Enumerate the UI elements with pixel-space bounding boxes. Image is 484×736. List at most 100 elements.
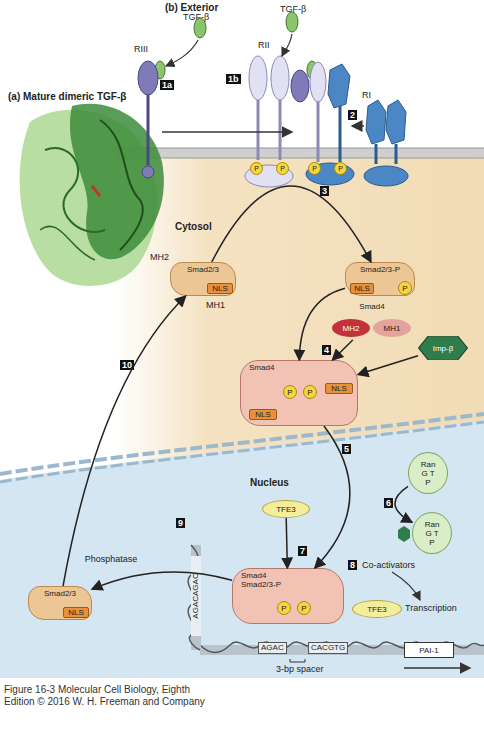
callout-number: 10 <box>120 360 134 370</box>
domain-label: MH2 <box>150 252 169 262</box>
cytosol-region <box>115 156 484 470</box>
node-text: Smad4 <box>241 571 266 580</box>
gene-box: PAI-1 <box>404 642 454 658</box>
node-text: Smad2/3-P <box>360 265 400 274</box>
nls-tag: NLS <box>207 283 233 294</box>
node-text: P <box>307 388 312 397</box>
text-wrap: Ran G T P <box>413 513 451 553</box>
text-wrap: TFE3 <box>353 601 401 617</box>
cytosol-region <box>115 156 484 470</box>
text-wrap: P <box>304 386 316 398</box>
tgf-beta-protein <box>45 148 105 232</box>
smad-protein: Smad2/3NLS <box>170 262 236 296</box>
callout-number: 1a <box>160 80 174 90</box>
text-wrap: Smad4Smad2/3-P <box>233 571 343 589</box>
receptor-riii <box>147 95 150 165</box>
text-wrap: NLS <box>326 384 352 393</box>
phosphate-label: P <box>276 162 289 175</box>
nls-tag: NLS <box>249 409 277 420</box>
node-text: NLS <box>212 284 228 293</box>
transcription-arrow <box>392 572 420 600</box>
text-wrap: P <box>278 602 290 614</box>
figure-caption: Figure 16-3 Molecular Cell Biology, Eigh… <box>4 684 219 708</box>
receptor-rii <box>245 56 293 187</box>
callout-number: 2 <box>348 110 357 120</box>
dna-sequence: AGAC <box>258 642 287 654</box>
nls-tag: NLS <box>350 283 374 294</box>
phosphate-circle: P <box>277 601 291 615</box>
receptor-label: RIII <box>134 44 148 54</box>
text-wrap: Smad2/3-P <box>346 265 414 274</box>
receptor-riii <box>138 61 158 178</box>
node-text: P <box>287 388 292 397</box>
mh1-domain: MH1 <box>373 319 411 337</box>
tgf-beta-protein <box>70 104 164 259</box>
receptor-complex <box>328 64 350 108</box>
edge-label: Phosphatase <box>85 554 138 564</box>
flow-arrow <box>395 486 412 522</box>
node-text: Imp-β <box>433 344 454 353</box>
text-wrap: NLS <box>250 410 276 419</box>
plasma-membrane <box>115 158 484 159</box>
assembly-arrow <box>352 125 364 127</box>
ran-gtp-circle: Ran G T P <box>412 512 452 554</box>
receptor-ri <box>364 166 408 186</box>
tgf-beta-protein <box>100 120 143 250</box>
node-text: Ran G T P <box>422 520 442 547</box>
node-text: Ran G T P <box>418 460 438 487</box>
transcription-arrow <box>404 667 470 669</box>
callout-number: 8 <box>348 560 357 570</box>
dna-sequence: CACGTG <box>308 642 348 654</box>
importin-hexagon <box>419 336 468 359</box>
smad-complex: Smad4P P NLS NLS <box>240 360 358 426</box>
node-text: Smad2/3 <box>187 265 219 274</box>
assembly-arrow <box>162 131 292 133</box>
callout-number: 4 <box>322 345 331 355</box>
receptor-complex <box>317 102 320 162</box>
nucleus-region <box>0 420 484 678</box>
tgf-beta-ligand <box>286 12 298 32</box>
receptor-rii <box>257 100 260 160</box>
nls-tag: NLS <box>325 383 353 394</box>
nucleus-region <box>0 420 484 678</box>
importin-hexagon: Imp-β <box>418 336 468 360</box>
assembly-arrow <box>166 40 198 66</box>
tgf-beta-ligand <box>155 12 317 79</box>
receptor-rii <box>249 56 267 100</box>
node-text: Smad2/3-P <box>241 580 281 589</box>
tgf-beta-protein <box>40 226 95 260</box>
callout-number: 3 <box>320 186 329 196</box>
phosphate-circle: P <box>297 601 311 615</box>
receptor-riii <box>138 61 158 95</box>
node-text: TFE3 <box>367 605 387 614</box>
transcription-arrow <box>392 572 470 668</box>
text-wrap: Smad2/3 <box>29 589 91 598</box>
callout-number: 6 <box>384 498 393 508</box>
receptor-rii <box>271 56 289 100</box>
tfe3-protein: TFE3 <box>262 500 310 518</box>
smad-protein: Smad2/3-P NLS P <box>345 262 415 296</box>
receptor-complex <box>310 62 326 102</box>
text-wrap: Smad2/3 <box>171 265 235 274</box>
node-text: NLS <box>354 284 370 293</box>
assembly-arrow <box>282 34 292 56</box>
ran-gtp-circle: Ran G T P <box>408 452 448 494</box>
receptor-complex <box>339 106 342 162</box>
node-text: NLS <box>68 608 84 617</box>
node-text: P <box>402 284 407 293</box>
dna-helix <box>188 545 200 650</box>
text-wrap: TFE3 <box>263 501 309 517</box>
flow-arrow <box>63 296 186 586</box>
text-wrap: NLS <box>208 284 232 293</box>
phosphate-label: P <box>250 162 263 175</box>
dna-helix <box>191 545 201 650</box>
text-wrap: Smad4 <box>241 363 357 372</box>
receptor-label: RII <box>258 40 270 50</box>
text-wrap: MH2 <box>332 319 370 337</box>
flow-arrow <box>92 572 232 589</box>
flow-arrow <box>212 186 371 262</box>
node-text: Smad2/3 <box>44 589 76 598</box>
spacer-label: 3-bp spacer <box>276 664 324 674</box>
text-wrap: P <box>298 602 310 614</box>
smad-protein: Smad2/3NLS <box>28 586 92 620</box>
